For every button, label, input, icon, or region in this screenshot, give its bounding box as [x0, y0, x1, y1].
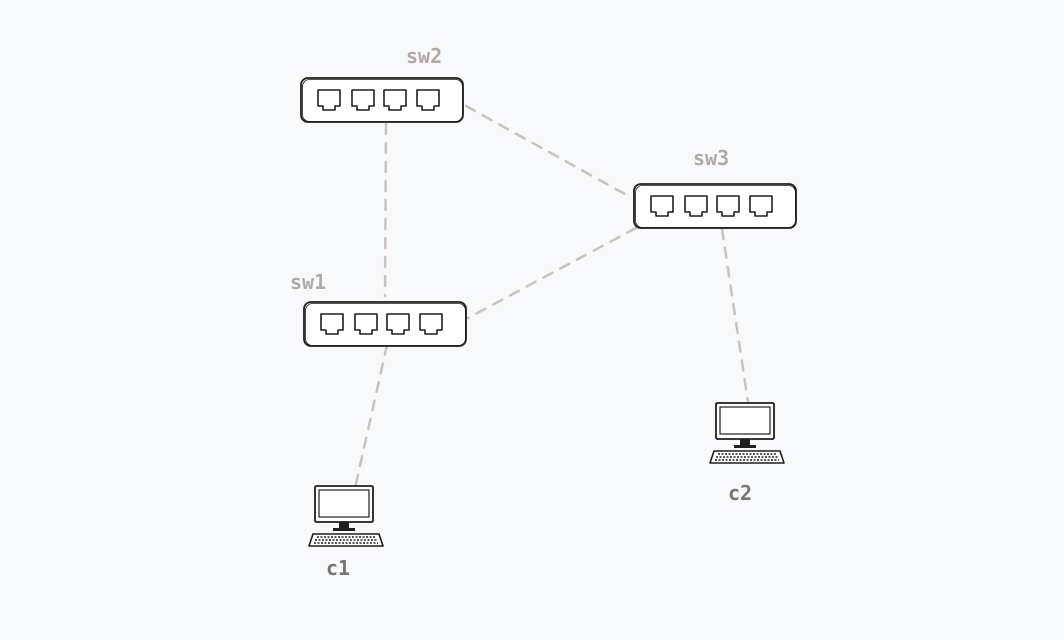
label-sw1: sw1 [290, 270, 326, 294]
host-c2[interactable] [709, 402, 785, 464]
link-sw3-sw1[interactable] [466, 226, 638, 320]
switch-icon [634, 184, 796, 228]
computer-icon [709, 402, 785, 464]
host-c1[interactable] [308, 485, 384, 547]
label-sw2: sw2 [406, 44, 442, 68]
switch-icon [301, 78, 463, 122]
computer-icon [308, 485, 384, 547]
link-sw1-c1[interactable] [353, 343, 389, 490]
link-sw3-c2[interactable] [720, 227, 750, 404]
links-layer [353, 104, 750, 490]
switch-sw1[interactable] [304, 302, 466, 346]
label-c2: c2 [728, 481, 752, 505]
link-sw2-sw3[interactable] [464, 104, 634, 200]
link-sw2-sw1[interactable] [383, 122, 388, 298]
switch-sw2[interactable] [301, 78, 463, 122]
label-sw3: sw3 [693, 146, 729, 170]
switch-icon [304, 302, 466, 346]
label-c1: c1 [326, 556, 350, 580]
switch-sw3[interactable] [634, 184, 796, 228]
